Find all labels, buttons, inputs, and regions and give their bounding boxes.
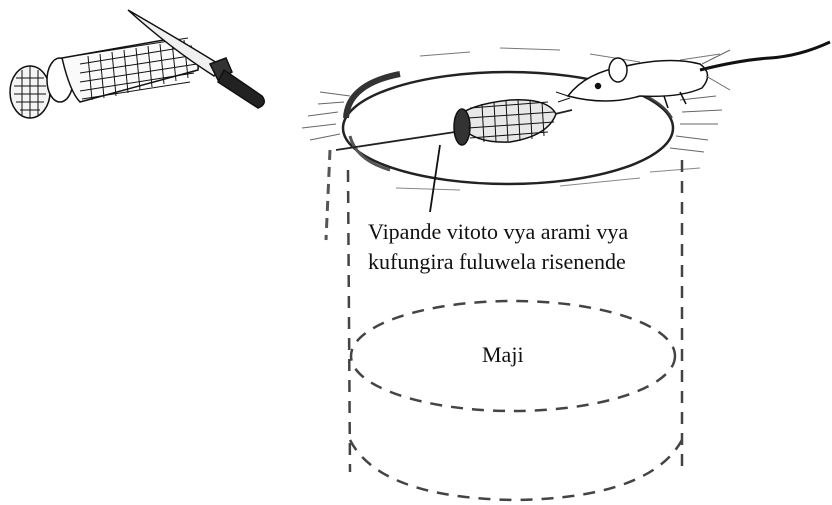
- water-label: Maji: [482, 340, 524, 370]
- wire-label: Vipande vitoto vya arami vya kufungira f…: [368, 217, 628, 277]
- wire-label-line-1: Vipande vitoto vya arami vya: [368, 217, 628, 247]
- wire-label-line-2: kufungira fuluwela risenende: [368, 247, 628, 277]
- corn-cob-icon: [10, 38, 198, 118]
